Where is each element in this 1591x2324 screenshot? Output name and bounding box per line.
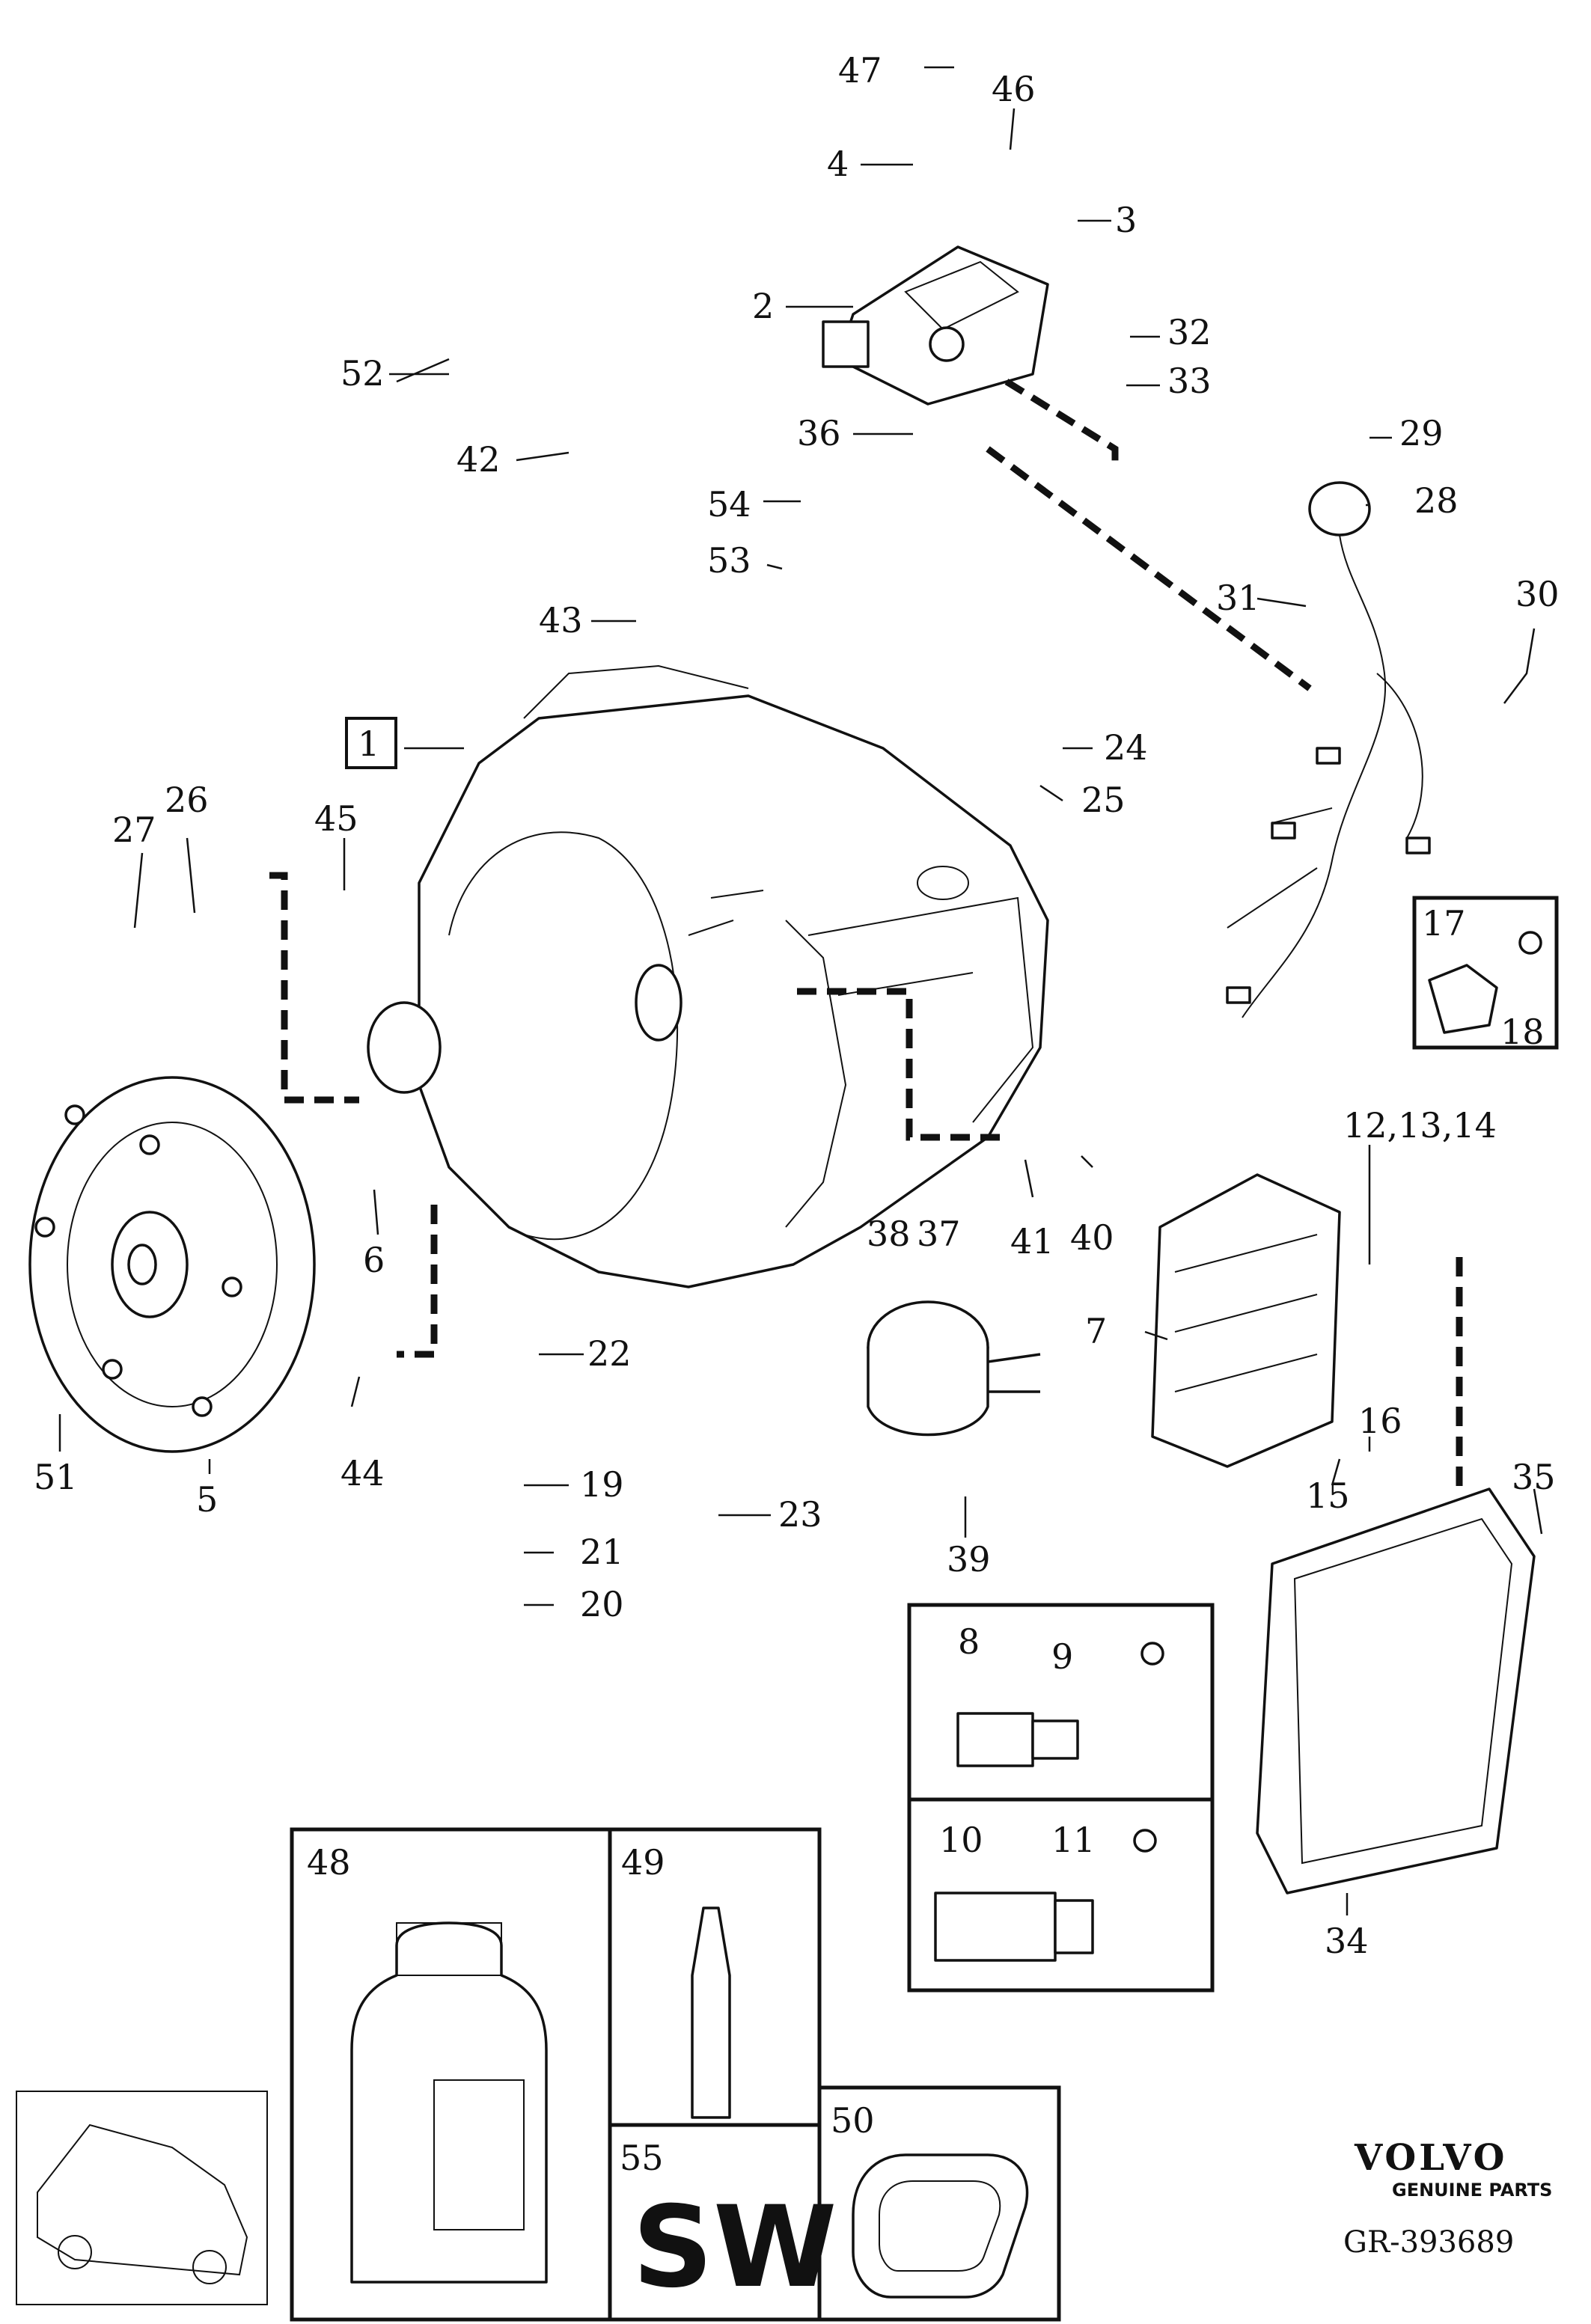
callout-8: 8 [958, 1621, 980, 1662]
callout-1: 1 [358, 724, 379, 764]
callout-9: 9 [1051, 1636, 1073, 1677]
callout-52: 52 [341, 353, 385, 394]
callout-2: 2 [752, 286, 774, 326]
callout-28: 28 [1414, 480, 1459, 521]
callout-25: 25 [1081, 780, 1126, 820]
callout-38: 38 [867, 1214, 911, 1254]
callout-box-1 [345, 717, 397, 769]
callout-6: 6 [363, 1240, 385, 1280]
callout-54: 54 [707, 484, 751, 525]
callout-32: 32 [1167, 312, 1212, 352]
inset-sensor-box [1412, 896, 1559, 1050]
callout-36: 36 [797, 413, 841, 453]
callout-51: 51 [34, 1457, 78, 1497]
callout-18: 18 [1500, 1012, 1545, 1052]
callout-21: 21 [580, 1532, 624, 1572]
callout-17: 17 [1422, 903, 1466, 944]
callout-3: 3 [1115, 200, 1137, 240]
callout-55: 55 [620, 2138, 664, 2178]
callout-7: 7 [1085, 1311, 1107, 1351]
control-module [822, 245, 1049, 406]
vehicle-thumbnail [16, 2091, 268, 2305]
connector-lines [269, 379, 1463, 1489]
callout-47: 47 [838, 50, 882, 91]
callout-48: 48 [307, 1842, 351, 1883]
callout-53: 53 [707, 540, 751, 581]
callout-16: 16 [1358, 1401, 1402, 1441]
oil-pan [1256, 1487, 1536, 1895]
callout-35: 35 [1512, 1457, 1556, 1497]
callout-12-13-14: 12,13,14 [1343, 1105, 1497, 1146]
callout-49: 49 [621, 1842, 665, 1883]
callout-41: 41 [1010, 1221, 1054, 1262]
valve-body [1151, 1173, 1341, 1468]
callout-39: 39 [947, 1539, 991, 1580]
oil-filter [867, 1300, 1041, 1437]
callout-43: 43 [539, 600, 583, 640]
callout-30: 30 [1515, 574, 1560, 614]
diagram-reference: GR-393689 [1343, 2225, 1514, 2260]
sealant-code: SW [632, 2183, 837, 2313]
brand-subtitle: GENUINE PARTS [1392, 2180, 1552, 2201]
inset-solenoid-box [907, 1603, 1215, 1993]
callout-40: 40 [1070, 1217, 1114, 1258]
callout-44: 44 [341, 1453, 385, 1493]
callout-11: 11 [1051, 1820, 1096, 1860]
callout-24: 24 [1104, 727, 1148, 768]
brand-name: VOLVO [1354, 2137, 1507, 2179]
callout-42: 42 [456, 439, 501, 480]
callout-4: 4 [827, 144, 849, 184]
callout-19: 19 [580, 1464, 624, 1505]
leader-lines [58, 66, 1543, 1915]
callout-46: 46 [992, 69, 1036, 109]
callout-37: 37 [917, 1214, 961, 1254]
callout-22: 22 [587, 1333, 632, 1374]
callout-29: 29 [1399, 413, 1444, 453]
wiring-harness [1226, 481, 1431, 1018]
callout-10: 10 [939, 1820, 983, 1860]
callout-23: 23 [778, 1494, 822, 1535]
callout-27: 27 [112, 810, 156, 850]
callout-20: 20 [580, 1584, 624, 1624]
callout-15: 15 [1306, 1476, 1350, 1516]
transmission-housing [367, 664, 1049, 1288]
fluids-box [290, 1827, 1061, 2322]
torque-converter [28, 1076, 316, 1453]
callout-26: 26 [165, 780, 209, 820]
callout-5: 5 [196, 1479, 218, 1520]
callout-33: 33 [1167, 361, 1212, 401]
callout-45: 45 [314, 798, 358, 839]
callout-34: 34 [1325, 1921, 1369, 1961]
callout-50: 50 [831, 2100, 875, 2141]
callout-31: 31 [1216, 578, 1260, 618]
